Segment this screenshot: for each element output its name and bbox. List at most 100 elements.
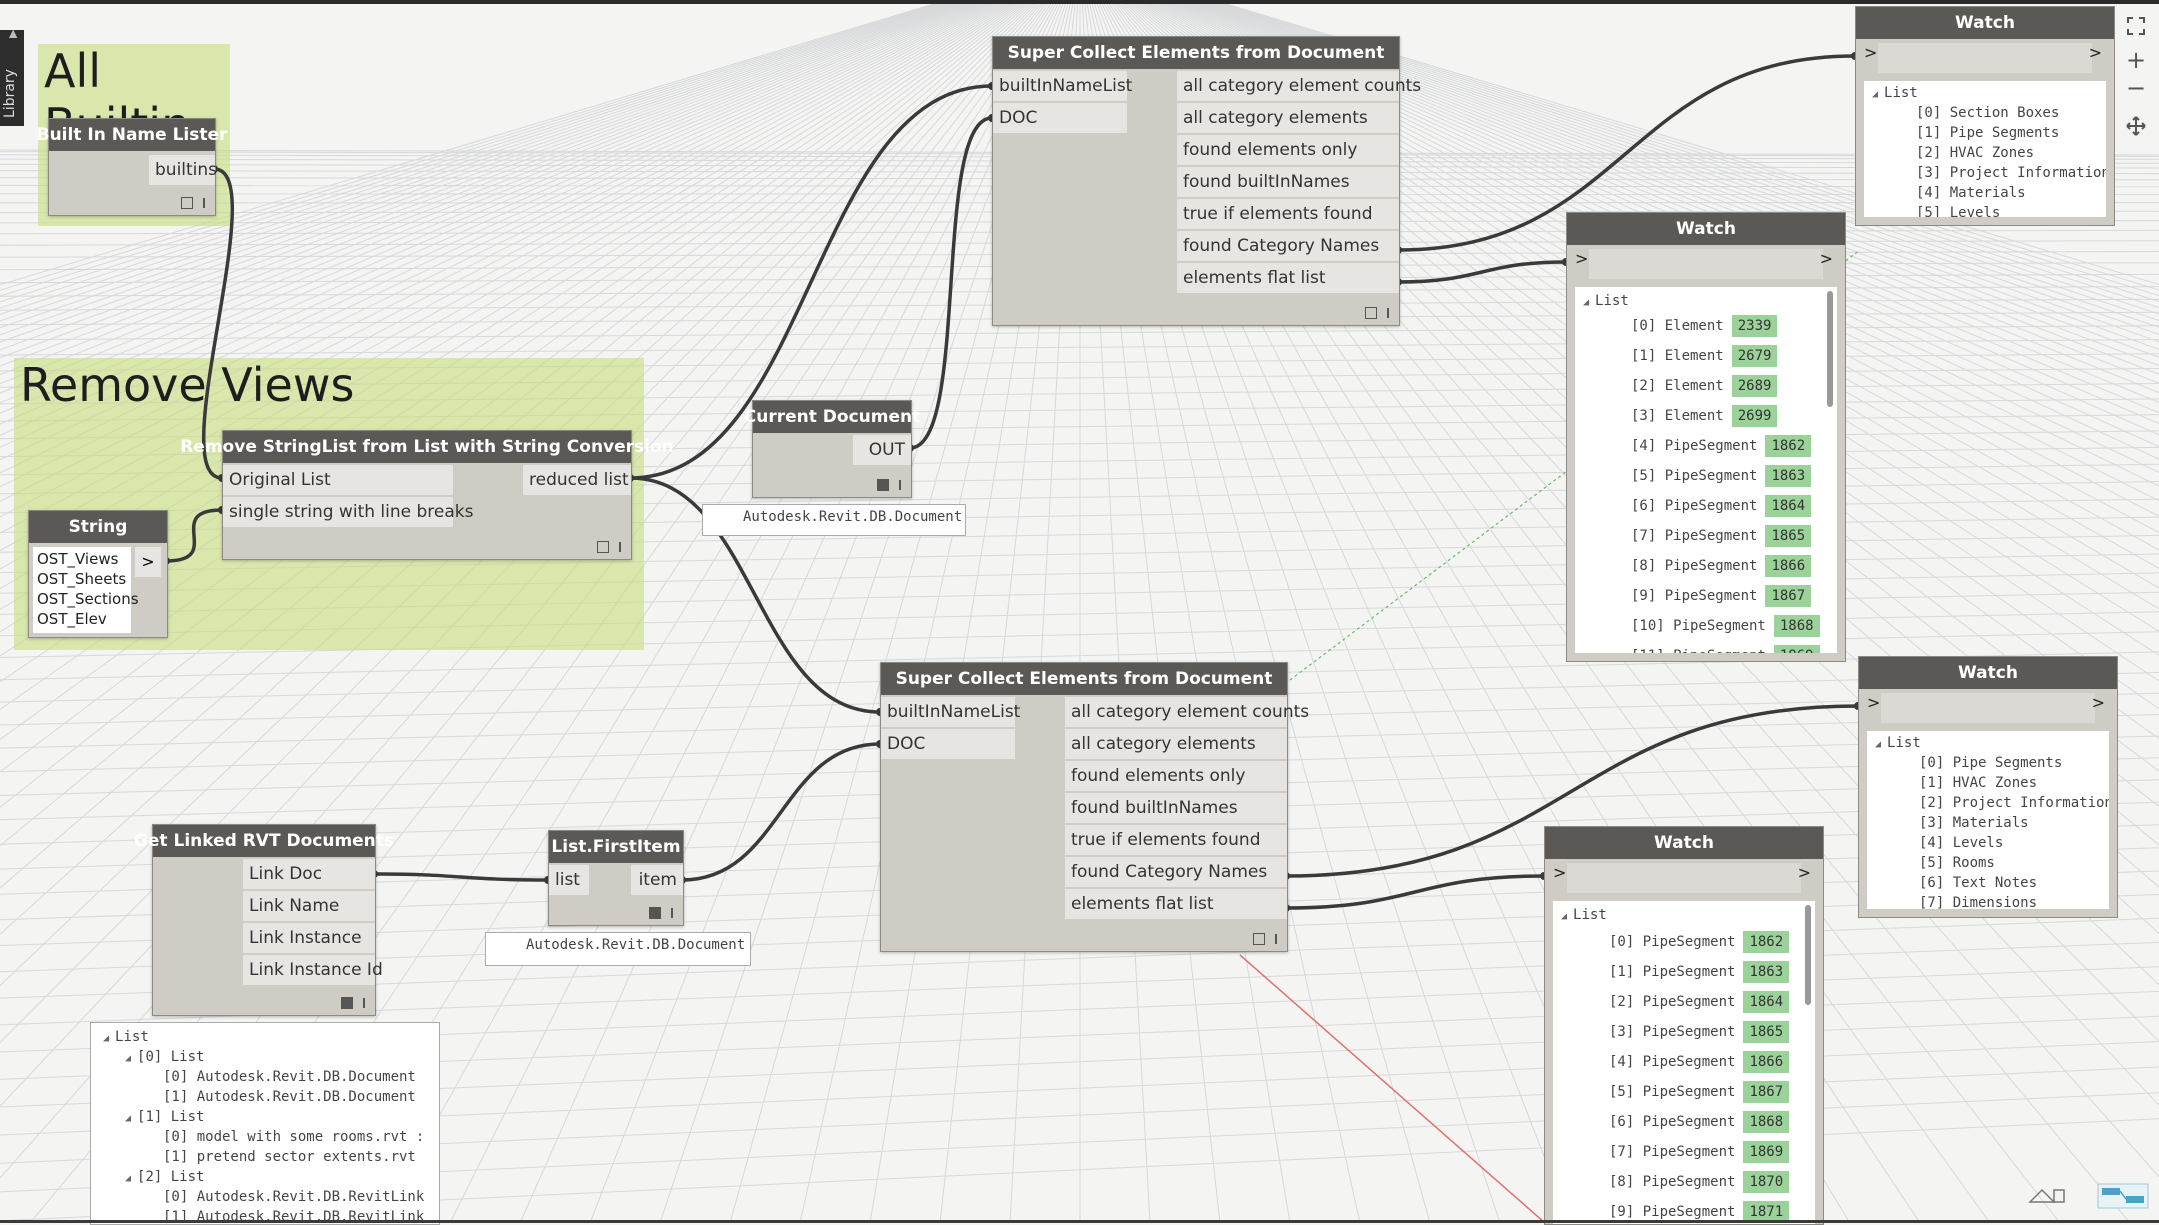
port-string-out[interactable]: > [135,547,161,577]
node-title[interactable]: Built In Name Lister [49,119,215,151]
preview-line[interactable]: ◢[2] List [125,1169,204,1185]
preview-line[interactable]: ◢[1] List [125,1109,204,1125]
linked-documents-preview[interactable]: ◢List◢[0] List[0] Autodesk.Revit.DB.Docu… [90,1022,440,1225]
node-title[interactable]: Super Collect Elements from Document [993,37,1399,69]
watch-node-1[interactable]: Watch > > ◢List [0] Section Boxes [1] Pi… [1855,6,2115,226]
port-reduced-list[interactable]: reduced list [523,465,631,495]
zoom-out-button[interactable]: − [2124,76,2148,100]
node-list-firstitem[interactable]: List.FirstItem list item [548,830,684,926]
port-output[interactable]: all category element counts [1065,697,1287,727]
node-current-document[interactable]: Current Document OUT [752,400,912,498]
node-title[interactable]: Watch [1859,657,2117,689]
node-built-in-name-lister[interactable]: Built In Name Lister builtins [48,118,216,216]
watch-port-strip [1589,249,1823,279]
port-out[interactable]: OUT [853,435,911,465]
node-title[interactable]: Super Collect Elements from Document [881,663,1287,695]
node-title[interactable]: Watch [1545,827,1823,859]
view-toggle[interactable] [2024,1180,2154,1210]
watch-output-port[interactable]: > [2092,693,2105,712]
port-output[interactable]: found elements only [1177,135,1399,165]
port-link-doc[interactable]: Link Doc [243,859,375,889]
node-super-collect-1[interactable]: Super Collect Elements from Document bui… [992,36,1400,326]
node-title[interactable]: String [29,511,167,543]
port-output[interactable]: found elements only [1065,761,1287,791]
port-output[interactable]: found builtInNames [1177,167,1399,197]
port-output[interactable]: found Category Names [1065,857,1287,887]
port-original-list[interactable]: Original List [223,465,453,495]
watch-scrollbar[interactable] [1827,291,1833,407]
port-output[interactable]: all category elements [1065,729,1287,759]
port-builtinnamelist[interactable]: builtInNameList [881,697,1015,727]
value-badge: 1867 [1743,1081,1789,1103]
port-output[interactable]: true if elements found [1065,825,1287,855]
port-list[interactable]: list [549,865,589,895]
watch-input-port[interactable]: > [1867,693,1880,712]
collapse-icon[interactable]: ◢ [1875,739,1881,750]
node-super-collect-2[interactable]: Super Collect Elements from Document bui… [880,662,1288,952]
string-input-field[interactable]: OST_Views OST_Sheets OST_Sections OST_El… [33,547,131,633]
port-output[interactable]: true if elements found [1177,199,1399,229]
value-badge: 2339 [1732,315,1778,337]
collapse-icon[interactable]: ◢ [1583,297,1589,308]
port-output[interactable]: elements flat list [1177,263,1399,293]
node-title[interactable]: List.FirstItem [549,831,683,863]
port-doc[interactable]: DOC [993,103,1127,133]
watch-input-port[interactable]: > [1553,863,1566,882]
port-output[interactable]: elements flat list [1065,889,1287,919]
watch-node-3[interactable]: Watch > > ◢List [0] Pipe Segments [1] HV… [1858,656,2118,918]
fit-view-icon[interactable] [2124,16,2148,40]
port-link-instance[interactable]: Link Instance [243,923,375,953]
port-link-instance-id[interactable]: Link Instance Id [243,955,375,985]
graph-view-icon [2098,1184,2148,1208]
watch-output-port[interactable]: > [1798,863,1811,882]
first-item-preview: Autodesk.Revit.DB.Document [485,932,751,966]
string-line: OST_Views [37,549,127,569]
watch-input-port[interactable]: > [1864,43,1877,62]
list-item: [1] Pipe Segments [1916,125,2059,141]
node-title[interactable]: Remove StringList from List with String … [223,431,631,463]
port-output[interactable]: found builtInNames [1065,793,1287,823]
port-single-string[interactable]: single string with line breaks [223,497,453,527]
node-title[interactable]: Get Linked RVT Documents [153,825,375,857]
node-remove-stringlist[interactable]: Remove StringList from List with String … [222,430,632,560]
value-badge: 2699 [1732,405,1778,427]
collapse-icon[interactable]: ◢ [1561,911,1567,922]
preview-line[interactable]: ◢List [103,1029,149,1045]
list-item: [3] Materials [1919,815,2029,831]
pan-icon[interactable] [2124,116,2148,140]
group-title[interactable]: Remove Views [20,358,354,412]
collapse-icon[interactable]: ◢ [1872,89,1878,100]
node-footer [181,195,205,209]
watch-output-port[interactable]: > [2089,43,2102,62]
port-builtinnamelist[interactable]: builtInNameList [993,71,1127,101]
port-doc[interactable]: DOC [881,729,1015,759]
port-link-name[interactable]: Link Name [243,891,375,921]
string-line: OST_Sections [37,589,127,609]
library-tab[interactable]: ▶ Library [0,30,24,126]
node-title[interactable]: Current Document [753,401,911,433]
watch-input-port[interactable]: > [1575,249,1588,268]
port-builtins[interactable]: builtins [149,155,215,185]
collapse-icon: ◢ [125,1173,131,1184]
node-footer [877,477,901,491]
zoom-in-button[interactable]: + [2124,48,2148,72]
port-item[interactable]: item [631,865,683,895]
watch-output[interactable]: ◢List [0] Section Boxes [1] Pipe Segment… [1864,81,2106,217]
watch-output[interactable]: ◢List [0] Pipe Segments [1] HVAC Zones [… [1867,731,2109,909]
port-output[interactable]: all category elements [1177,103,1399,133]
watch-port-strip [1567,863,1801,893]
watch-output-port[interactable]: > [1820,249,1833,268]
preview-line[interactable]: ◢[0] List [125,1049,204,1065]
node-get-linked-rvt[interactable]: Get Linked RVT Documents Link Doc Link N… [152,824,376,1016]
node-title[interactable]: Watch [1567,213,1845,245]
node-title[interactable]: Watch [1856,7,2114,39]
node-string[interactable]: String OST_Views OST_Sheets OST_Sections… [28,510,168,638]
port-output[interactable]: found Category Names [1177,231,1399,261]
watch-scrollbar[interactable] [1805,905,1811,1005]
port-output[interactable]: all category element counts [1177,71,1399,101]
